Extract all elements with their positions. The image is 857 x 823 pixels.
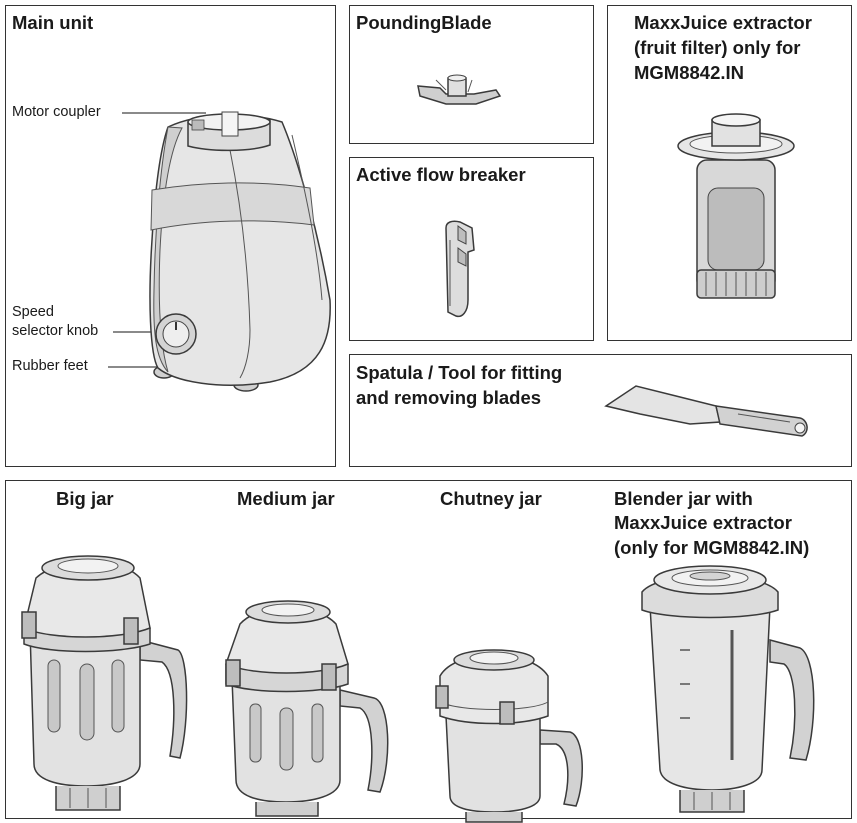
main-unit-title: Main unit (12, 12, 94, 33)
spatula-title-line2: and removing blades (356, 387, 542, 408)
pounding-blade-title: PoundingBlade (356, 12, 492, 33)
speed-selector-label-line2: selector knob (12, 323, 99, 339)
rubber-feet-label: Rubber feet (12, 358, 88, 374)
spatula-title-line1: Spatula / Tool for fitting (356, 362, 563, 383)
blender-jar-title-line1: Blender jar with (614, 488, 753, 509)
maxxjuice-title-line3: MGM8842.IN (634, 62, 745, 83)
blender-jar-title-line2: MaxxJuice extractor (614, 512, 792, 533)
big-jar-title: Big jar (56, 488, 114, 509)
chutney-jar-drawing (435, 649, 583, 823)
pounding-blade-panel (349, 5, 594, 144)
maxxjuice-title-line1: MaxxJuice extractor (634, 12, 812, 33)
blender-jar-drawing (641, 565, 815, 813)
speed-selector-label-line1: Speed (12, 304, 54, 320)
motor-coupler-label: Motor coupler (12, 104, 101, 120)
maxxjuice-title-line2: (fruit filter) only for (634, 37, 801, 58)
medium-jar-title: Medium jar (237, 488, 335, 509)
motor-body-band (150, 182, 315, 231)
active-flow-breaker-title: Active flow breaker (356, 164, 526, 185)
big-jar-drawing (21, 555, 188, 811)
medium-jar-drawing (225, 600, 389, 817)
blender-jar-title-line3: (only for MGM8842.IN) (614, 537, 810, 558)
motor-body (149, 114, 331, 386)
spatula-panel (349, 354, 852, 467)
chutney-jar-title: Chutney jar (440, 488, 542, 509)
